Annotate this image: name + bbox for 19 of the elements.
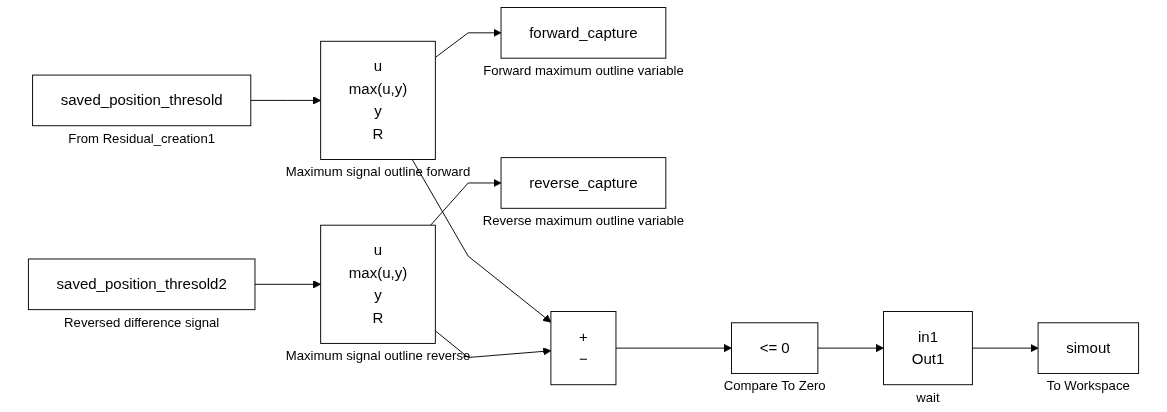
block-caption: Maximum signal outline reverse [285, 348, 471, 364]
node-box: u max(u,y) y R [320, 224, 436, 344]
node-box: saved_position_thresold2 [27, 258, 256, 311]
block-caption: Reversed difference signal [64, 314, 220, 330]
node-box: <= 0 [731, 322, 819, 374]
block-caption: Maximum signal outline forward [285, 164, 471, 180]
node-box: saved_position_thresold [32, 74, 252, 127]
block-caption: Compare To Zero [723, 378, 826, 394]
block-caption: wait [916, 389, 940, 405]
block-caption: To Workspace [1046, 378, 1130, 394]
node-box: + − [550, 311, 617, 386]
node-box: reverse_capture [500, 157, 667, 209]
block-caption: Forward maximum outline variable [483, 63, 684, 79]
block-caption: Reverse maximum outline variable [482, 213, 685, 229]
node-box: in1 Out1 [883, 311, 973, 386]
node-box: forward_capture [500, 7, 667, 59]
node-box: u max(u,y) y R [320, 40, 436, 160]
block-caption: From Residual_creation1 [68, 130, 215, 146]
node-box: simout [1037, 322, 1140, 374]
